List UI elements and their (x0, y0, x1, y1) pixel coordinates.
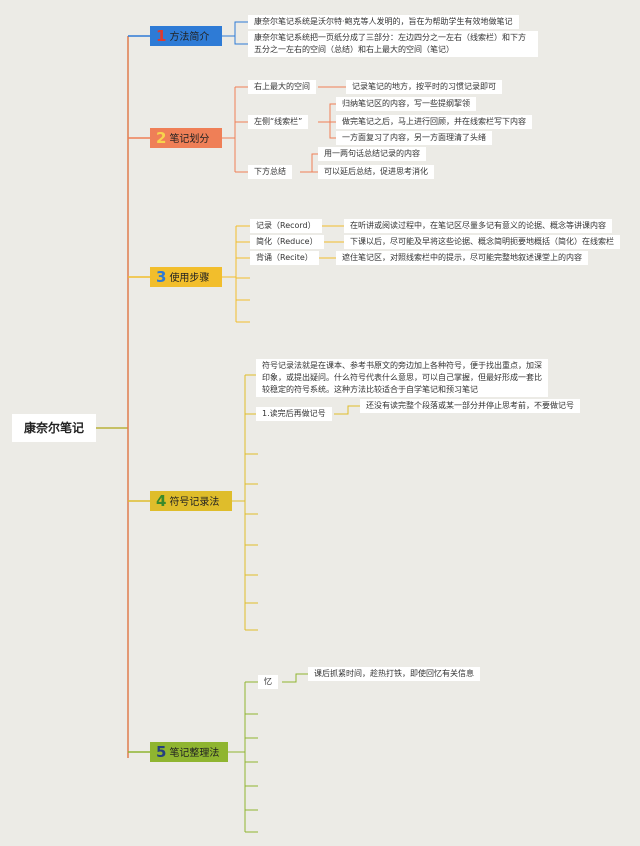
branch-label: 笔记划分 (169, 134, 210, 145)
node-top-right-desc[interactable]: 记录笔记的地方，按平时的习惯记录即可 (346, 80, 502, 94)
node-intro-layout[interactable]: 康奈尔笔记系统把一页纸分成了三部分：左边四分之一左右（线索栏）和下方五分之一左右… (248, 31, 538, 57)
node-symbol-rule-1[interactable]: 1.读完后再做记号 (256, 407, 332, 421)
branch-number: 3 (156, 268, 167, 286)
node-step-reduce-desc[interactable]: 下课以后，尽可能及早将这些论据、概念简明扼要地概括（简化）在线索栏 (344, 235, 620, 249)
node-bottom-summary[interactable]: 下方总结 (248, 165, 292, 179)
connector-group-4 (232, 374, 360, 631)
connector-group-1 (222, 21, 248, 45)
root-topic[interactable]: 康奈尔笔记 (12, 414, 96, 442)
node-summary-desc-1[interactable]: 用一两句话总结记录的内容 (318, 147, 426, 161)
node-cue-column[interactable]: 左侧“线索栏” (248, 115, 309, 129)
branch-label: 使用步骤 (169, 273, 210, 284)
branch-number: 5 (156, 743, 167, 761)
connector-group-2 (222, 86, 346, 173)
node-symbol-intro[interactable]: 符号记录法就是在课本、参考书原文的旁边加上各种符号，便于找出重点，加深印象，或提… (256, 359, 548, 397)
branch-number: 1 (156, 27, 167, 45)
node-intro-origin[interactable]: 康奈尔笔记系统是沃尔特·鲍克等人发明的，旨在为帮助学生有效地做笔记 (248, 15, 519, 29)
node-step-record-desc[interactable]: 在听讲或阅读过程中，在笔记区尽量多记有意义的论据、概念等讲课内容 (344, 219, 612, 233)
branch-label: 符号记录法 (169, 497, 220, 508)
node-recall[interactable]: 忆 (258, 675, 278, 689)
connector-group-5 (228, 673, 308, 833)
branch-number: 4 (156, 492, 167, 510)
node-symbol-rule-1-desc[interactable]: 还没有读完整个段落或某一部分并停止思考前，不要做记号 (360, 399, 580, 413)
node-recall-desc[interactable]: 课后抓紧时间，趁热打铁，即使回忆有关信息 (308, 667, 480, 681)
node-step-recite[interactable]: 背诵（Recite） (250, 251, 319, 265)
node-step-record[interactable]: 记录（Record） (250, 219, 322, 233)
node-cue-desc-3[interactable]: 一方面复习了内容，另一方面理清了头绪 (336, 131, 492, 145)
node-cue-desc-2[interactable]: 做完笔记之后，马上进行回顾，并在线索栏写下内容 (336, 115, 532, 129)
node-step-recite-desc[interactable]: 遮住笔记区，对照线索栏中的提示，尽可能完整地叙述课堂上的内容 (336, 251, 588, 265)
branch-label: 方法简介 (169, 32, 210, 43)
node-top-right-space[interactable]: 右上最大的空间 (248, 80, 316, 94)
node-step-reduce[interactable]: 简化（Reduce） (250, 235, 324, 249)
branch-label: 笔记整理法 (169, 748, 220, 759)
branch-number: 2 (156, 129, 167, 147)
node-summary-desc-2[interactable]: 可以延后总结，促进思考消化 (318, 165, 434, 179)
node-cue-desc-1[interactable]: 归纳笔记区的内容，写一些提纲挈领 (336, 97, 476, 111)
connector-group-3 (222, 225, 344, 323)
